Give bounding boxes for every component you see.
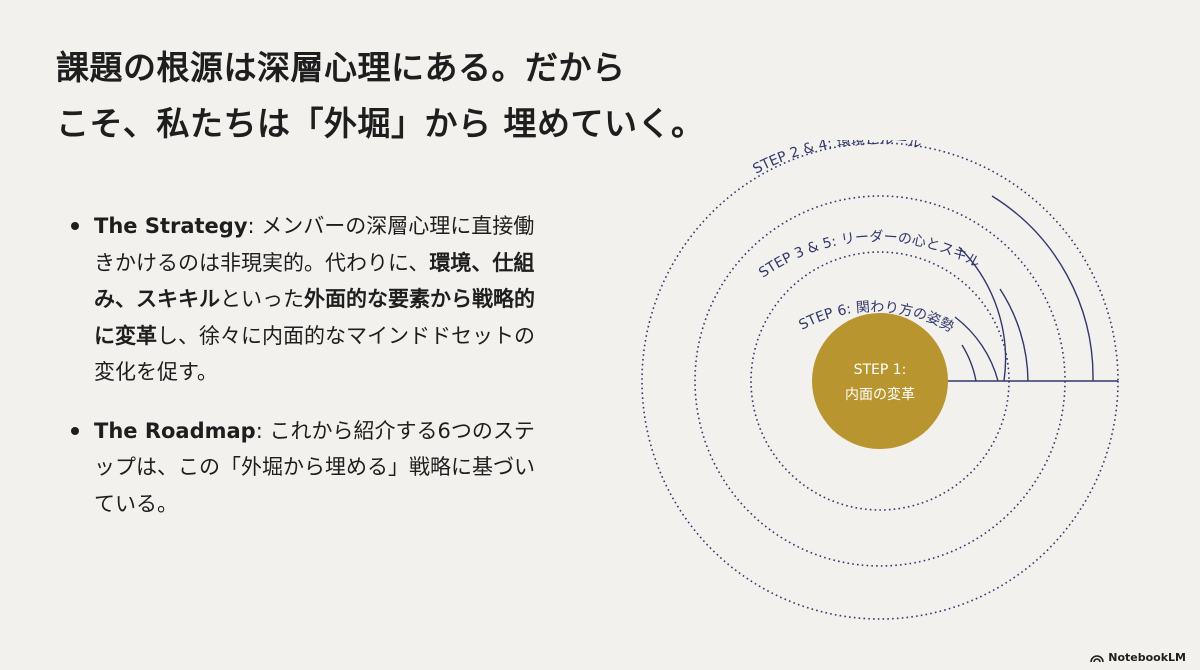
core-label-line-1: STEP 1:	[854, 362, 907, 378]
notebooklm-watermark: NotebookLM	[1090, 651, 1186, 664]
slide-title-line-2: こそ、私たちは「外堀」から 埋めていく。	[56, 104, 705, 143]
bullet-roadmap-text: The Roadmap: これから紹介する6つのステップは、この「外堀から埋める…	[94, 413, 552, 523]
bullet-dot-icon	[71, 222, 79, 230]
guide-arc-outer	[991, 195, 1094, 382]
notebooklm-logo-icon	[1090, 654, 1105, 662]
bullet-strategy: The Strategy: メンバーの深層心理に直接働きかけるのは非現実的。代わ…	[70, 208, 590, 391]
core-circle	[812, 313, 948, 449]
ring-label-middle: STEP 3 & 5: リーダーの心とスキル	[756, 229, 982, 281]
bullet-dot-icon	[71, 426, 79, 435]
bullet-roadmap: The Roadmap: これから紹介する6つのステップは、この「外堀から埋める…	[70, 413, 590, 523]
guide-arc-middle-2	[958, 246, 1007, 382]
concentric-steps-diagram: STEP 1: 内面の変革 STEP 2 & 4: 環境とルール STEP 3 …	[641, 140, 1119, 620]
bullet-strategy-seg-3: といった	[220, 287, 304, 311]
bullet-strategy-seg-2: 環境、仕組み、スキキル	[94, 250, 535, 312]
bullet-strategy-seg-0: The Strategy	[94, 214, 248, 238]
bullet-roadmap-seg-0: The Roadmap	[94, 418, 256, 443]
ring-label-middle-text: STEP 3 & 5: リーダーの心とスキル	[756, 229, 982, 281]
bullet-strategy-seg-5: し、徐々に内面的なマインドドセットの変化を促す。	[94, 323, 535, 385]
bullet-roadmap-seg-1: : これから紹介する6つのステップは、この「外堀から埋める」戦略に基づいている。	[94, 418, 535, 516]
brand-name: NotebookLM	[1108, 651, 1186, 664]
guide-arc-middle	[999, 288, 1029, 382]
guide-arc-inner-2	[954, 316, 999, 382]
slide-title-line-1: 課題の根源は深層心理にある。だから	[56, 48, 626, 87]
guide-arc-inner	[961, 344, 977, 382]
slide-title: 課題の根源は深層心理にある。だから こそ、私たちは「外堀」から 埋めていく。	[56, 40, 816, 152]
bullet-list: The Strategy: メンバーの深層心理に直接働きかけるのは非現実的。代わ…	[70, 208, 590, 544]
ring-label-outer: STEP 2 & 4: 環境とルール	[750, 140, 922, 178]
core-label-line-2: 内面の変革	[845, 386, 915, 403]
bullet-strategy-seg-4: 外面的な要素から戦略的に変革	[94, 287, 535, 348]
ring-label-outer-text: STEP 2 & 4: 環境とルール	[750, 140, 922, 178]
bullet-strategy-seg-1: : メンバーの深層心理に直接働きかけるのは非現実的。代わりに、	[94, 214, 535, 275]
bullet-strategy-text: The Strategy: メンバーの深層心理に直接働きかけるのは非現実的。代わ…	[94, 208, 552, 391]
